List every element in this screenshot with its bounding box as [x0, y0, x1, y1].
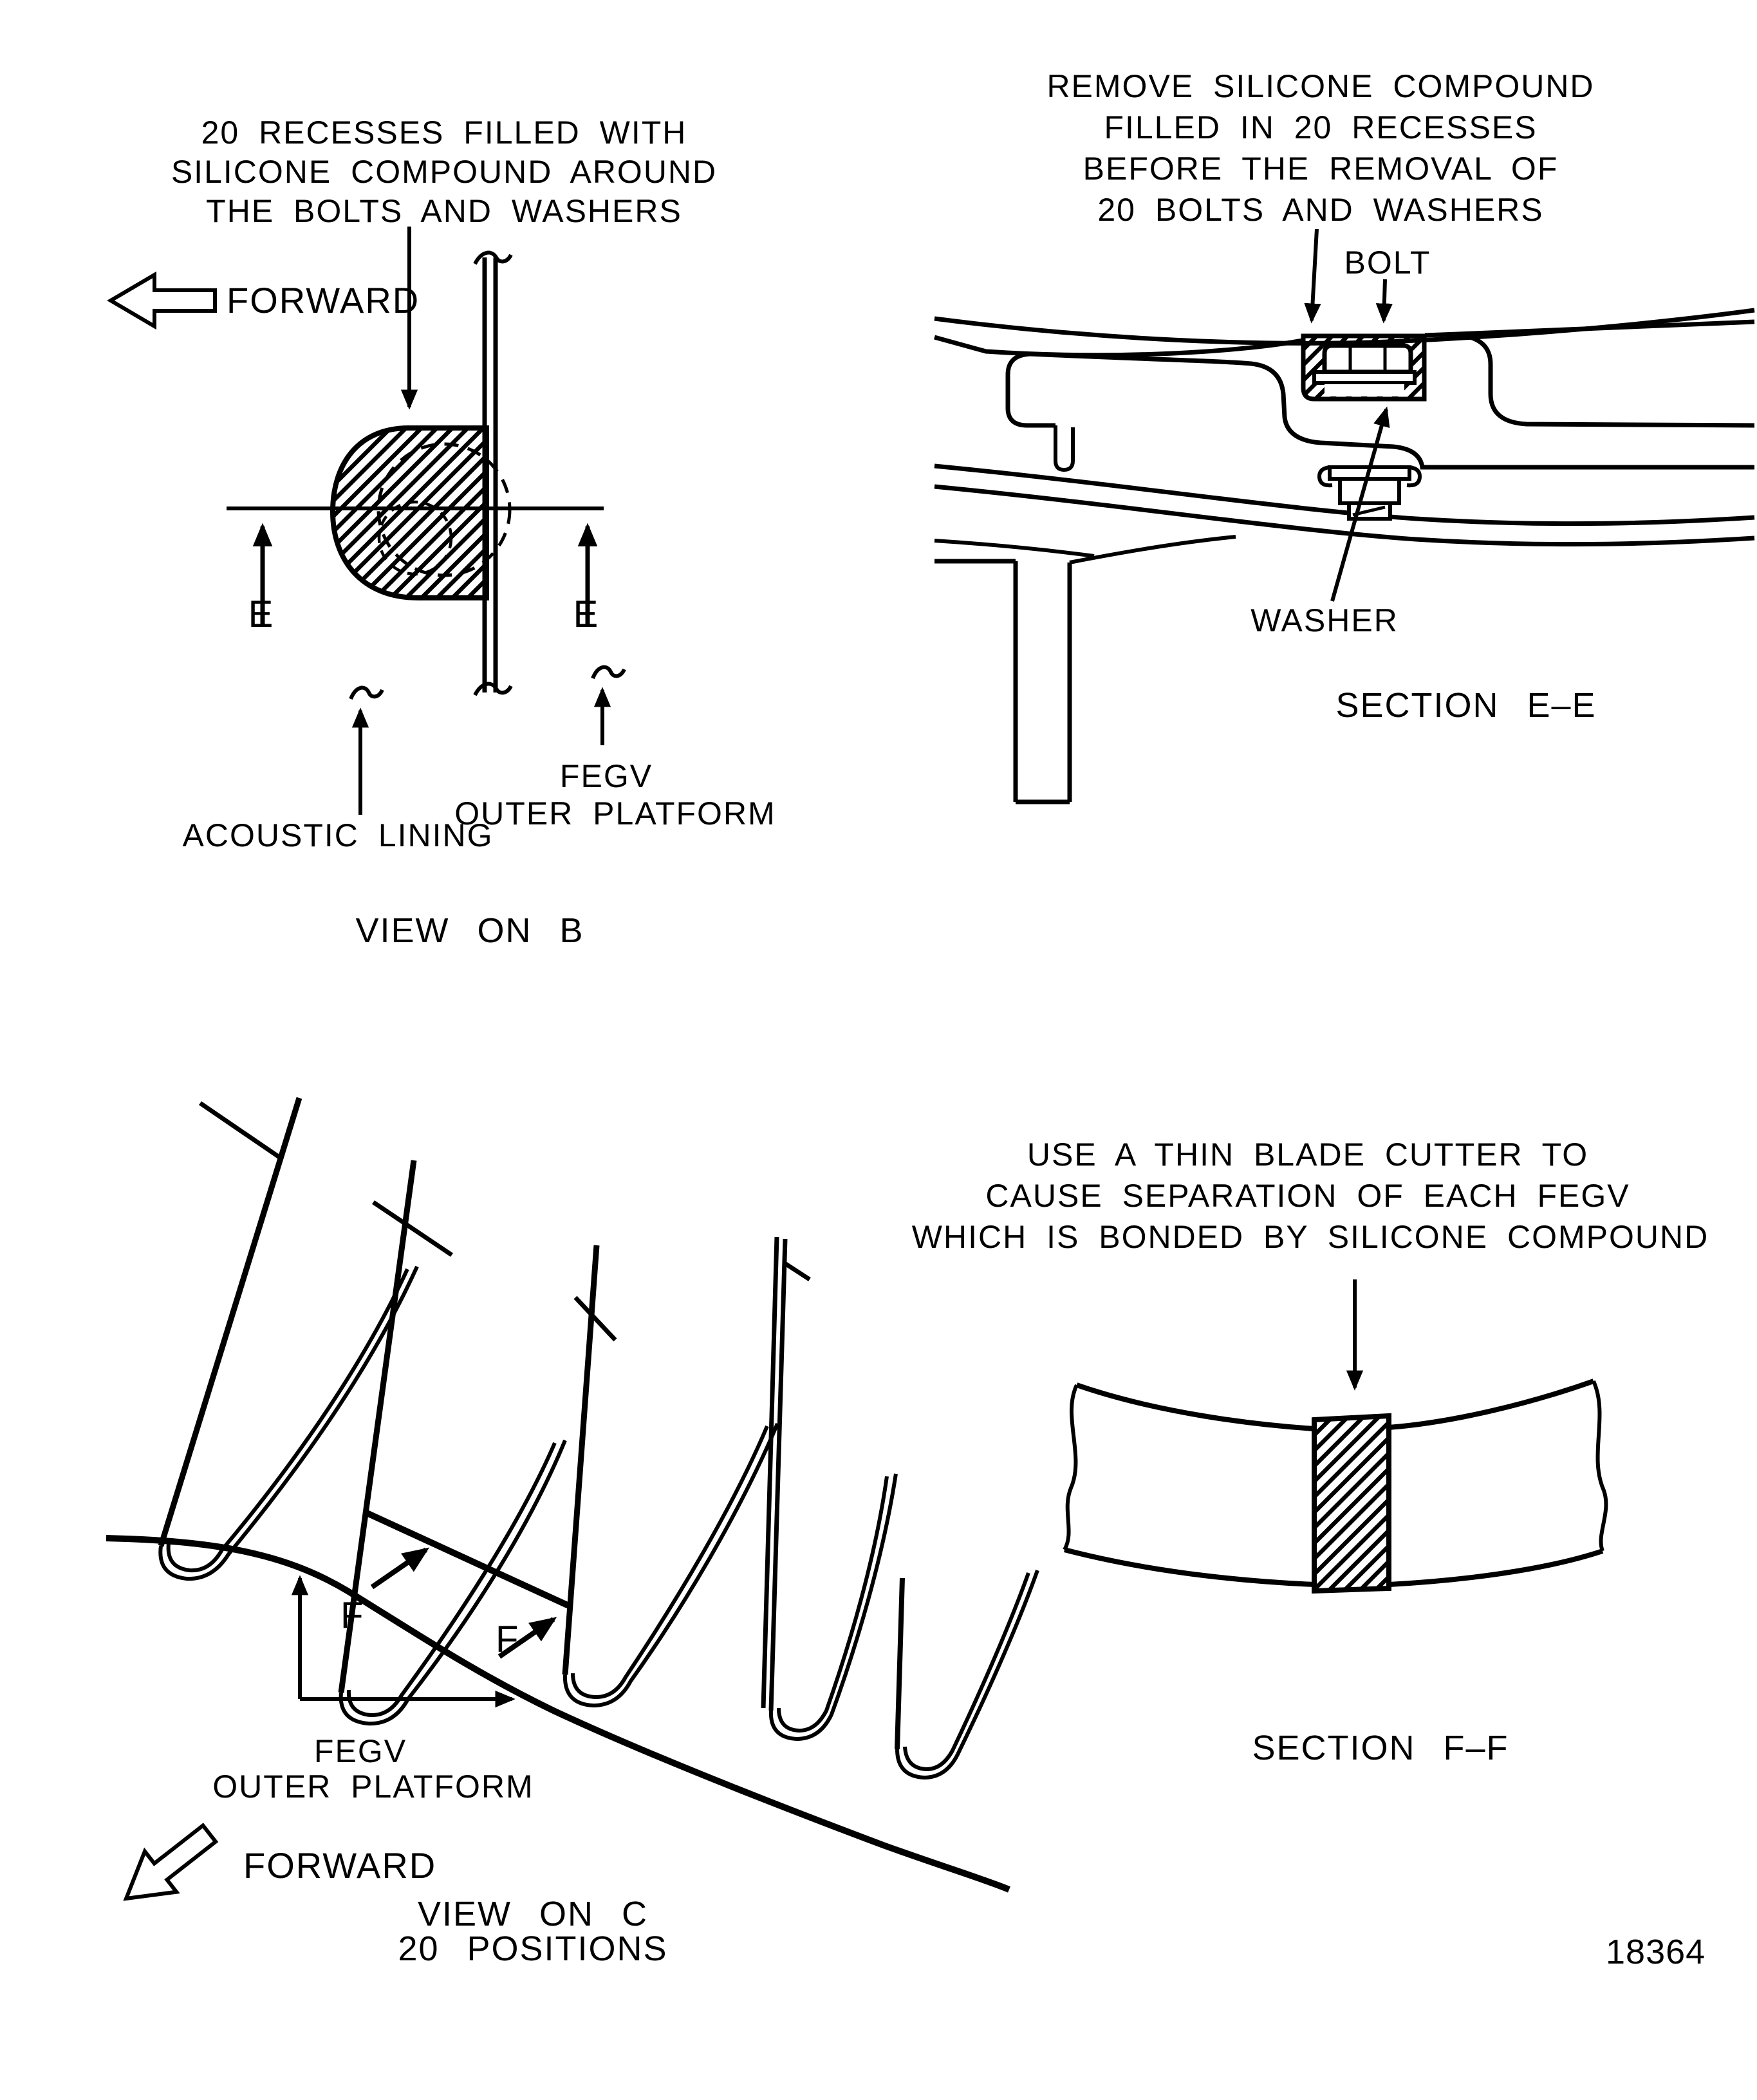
section-arrow-f-right: [497, 1617, 557, 1659]
vane3-top-cut: [573, 1296, 617, 1342]
bolt-head-facets: [1348, 347, 1387, 371]
duct-wall-upper: [934, 463, 1755, 526]
bracket-stub: [1054, 425, 1075, 472]
view-c-subtitle: 20 POSITIONS: [398, 1929, 668, 1968]
forward-arrow-icon: [107, 271, 217, 330]
section-ee-note-line1: REMOVE SILICONE COMPOUND: [1046, 68, 1595, 104]
vane2-leading-edge: [338, 1160, 417, 1693]
lip-step: [1460, 333, 1755, 428]
right-panel-break-edge: [1592, 1380, 1608, 1552]
view-c-outer-platform-label: OUTER PLATFORM: [212, 1769, 534, 1805]
bolt-head: [1322, 343, 1413, 375]
washer-leader: [1330, 406, 1390, 602]
view-b-outer-platform-label: OUTER PLATFORM: [454, 795, 776, 832]
right-panel-top: [1388, 1379, 1595, 1430]
vane2-trail-inner: [346, 1442, 557, 1718]
vane2-top-cut: [372, 1200, 453, 1257]
vane3-trail-outer: [562, 1422, 779, 1708]
view-b-note-line1: 20 RECESSES FILLED WITH: [201, 115, 687, 151]
section-marker-e-right: E: [573, 593, 600, 635]
cowl-inner-skin-left: [934, 335, 1303, 358]
left-panel-top: [1075, 1382, 1315, 1431]
section-trace-ff: [364, 1509, 573, 1610]
section-ee-note-line4: 20 BOLTS AND WASHERS: [1097, 192, 1544, 228]
view-c-drawing: [106, 1097, 1039, 1901]
view-b-drawing: [107, 227, 626, 815]
nut-clip-left: [1317, 465, 1333, 488]
left-panel-break-edge: [1063, 1384, 1079, 1551]
section-marker-f-right: F: [496, 1619, 520, 1660]
view-c-title: VIEW ON C: [417, 1895, 649, 1933]
bolt-label: BOLT: [1344, 245, 1431, 281]
view-c-fegv-label: FEGV: [313, 1733, 407, 1769]
section-ff-note-line2: CAUSE SEPARATION OF EACH FEGV: [985, 1178, 1630, 1214]
forward-arrow-icon: [123, 1823, 219, 1901]
washer-label: WASHER: [1250, 602, 1399, 638]
bolt-leader: [1375, 279, 1393, 324]
section-marker-f-left: F: [340, 1595, 365, 1637]
break-squiggle-platform-icon: [591, 665, 626, 680]
t-slot-blend: [1069, 535, 1236, 564]
vane1-trail-outer: [158, 1265, 419, 1581]
vane5-trail-inner: [903, 1572, 1030, 1772]
duct-wall-left: [934, 539, 1095, 558]
section-marker-e-left: E: [248, 593, 275, 635]
section-ee-note-line2: FILLED IN 20 RECESSES: [1104, 109, 1538, 145]
section-ee-drawing: [934, 228, 1755, 804]
washer: [1312, 370, 1417, 385]
bracket-flange: [1029, 351, 1754, 470]
recess-gap: [1325, 384, 1404, 396]
view-b-title: VIEW ON B: [355, 911, 584, 950]
right-panel-bottom: [1388, 1548, 1604, 1587]
vane5-leading-edge: [895, 1577, 905, 1750]
vane3-trail-inner: [571, 1425, 769, 1700]
view-c-forward-label: FORWARD: [243, 1845, 437, 1886]
section-ff-note-line1: USE A THIN BLADE CUTTER TO: [1027, 1137, 1589, 1173]
vane1-leading-edge: [158, 1097, 302, 1547]
break-squiggle-top-icon: [473, 250, 513, 265]
nut-body: [1338, 477, 1401, 505]
note-leader-recess: [1304, 228, 1321, 324]
vane4-trail-inner: [777, 1476, 889, 1733]
vane5-trail-outer: [895, 1569, 1039, 1780]
vane4-trail-outer: [768, 1473, 898, 1742]
vane2-trail-outer: [339, 1439, 567, 1726]
cowl-inner-skin-right: [1424, 319, 1755, 338]
platform-edge: [106, 1535, 1010, 1893]
nut-clip-right: [1406, 465, 1422, 488]
view-b-note-line3: THE BOLTS AND WASHERS: [206, 193, 682, 229]
vane3-leading-edge: [562, 1245, 600, 1675]
section-ee-title: SECTION E–E: [1335, 686, 1597, 725]
hidden-bolt-outline: [377, 500, 453, 576]
silicone-strip: [1312, 1413, 1391, 1594]
t-slot: [934, 559, 1072, 804]
view-b-forward-label: FORWARD: [227, 280, 420, 321]
vane1-top-cut: [199, 1101, 283, 1160]
section-ff-note-line3: WHICH IS BONDED BY SILICONE COMPOUND: [911, 1219, 1709, 1255]
silicone-blob: [330, 425, 489, 600]
break-squiggle-bottom-icon: [473, 682, 513, 696]
break-squiggle-acoustic-icon: [349, 685, 384, 700]
section-arrow-f-left: [370, 1547, 430, 1590]
vane1-trail-inner: [166, 1268, 409, 1573]
view-b-fegv-label: FEGV: [559, 758, 653, 794]
section-ff-drawing: [1063, 1279, 1608, 1594]
vane4-top-cut: [783, 1261, 811, 1281]
vane4-edge: [761, 1236, 788, 1711]
bracket-pocket: [1005, 351, 1055, 428]
figure-number: 18364: [1606, 1933, 1706, 1971]
left-panel-bottom: [1063, 1547, 1315, 1587]
section-ff-title: SECTION F–F: [1252, 1729, 1509, 1767]
duct-wall-lower: [934, 484, 1755, 547]
acoustic-lining-label: ACOUSTIC LINING: [182, 817, 494, 853]
section-ee-note-line3: BEFORE THE REMOVAL OF: [1083, 151, 1559, 187]
view-b-note-line2: SILICONE COMPOUND AROUND: [171, 154, 718, 190]
